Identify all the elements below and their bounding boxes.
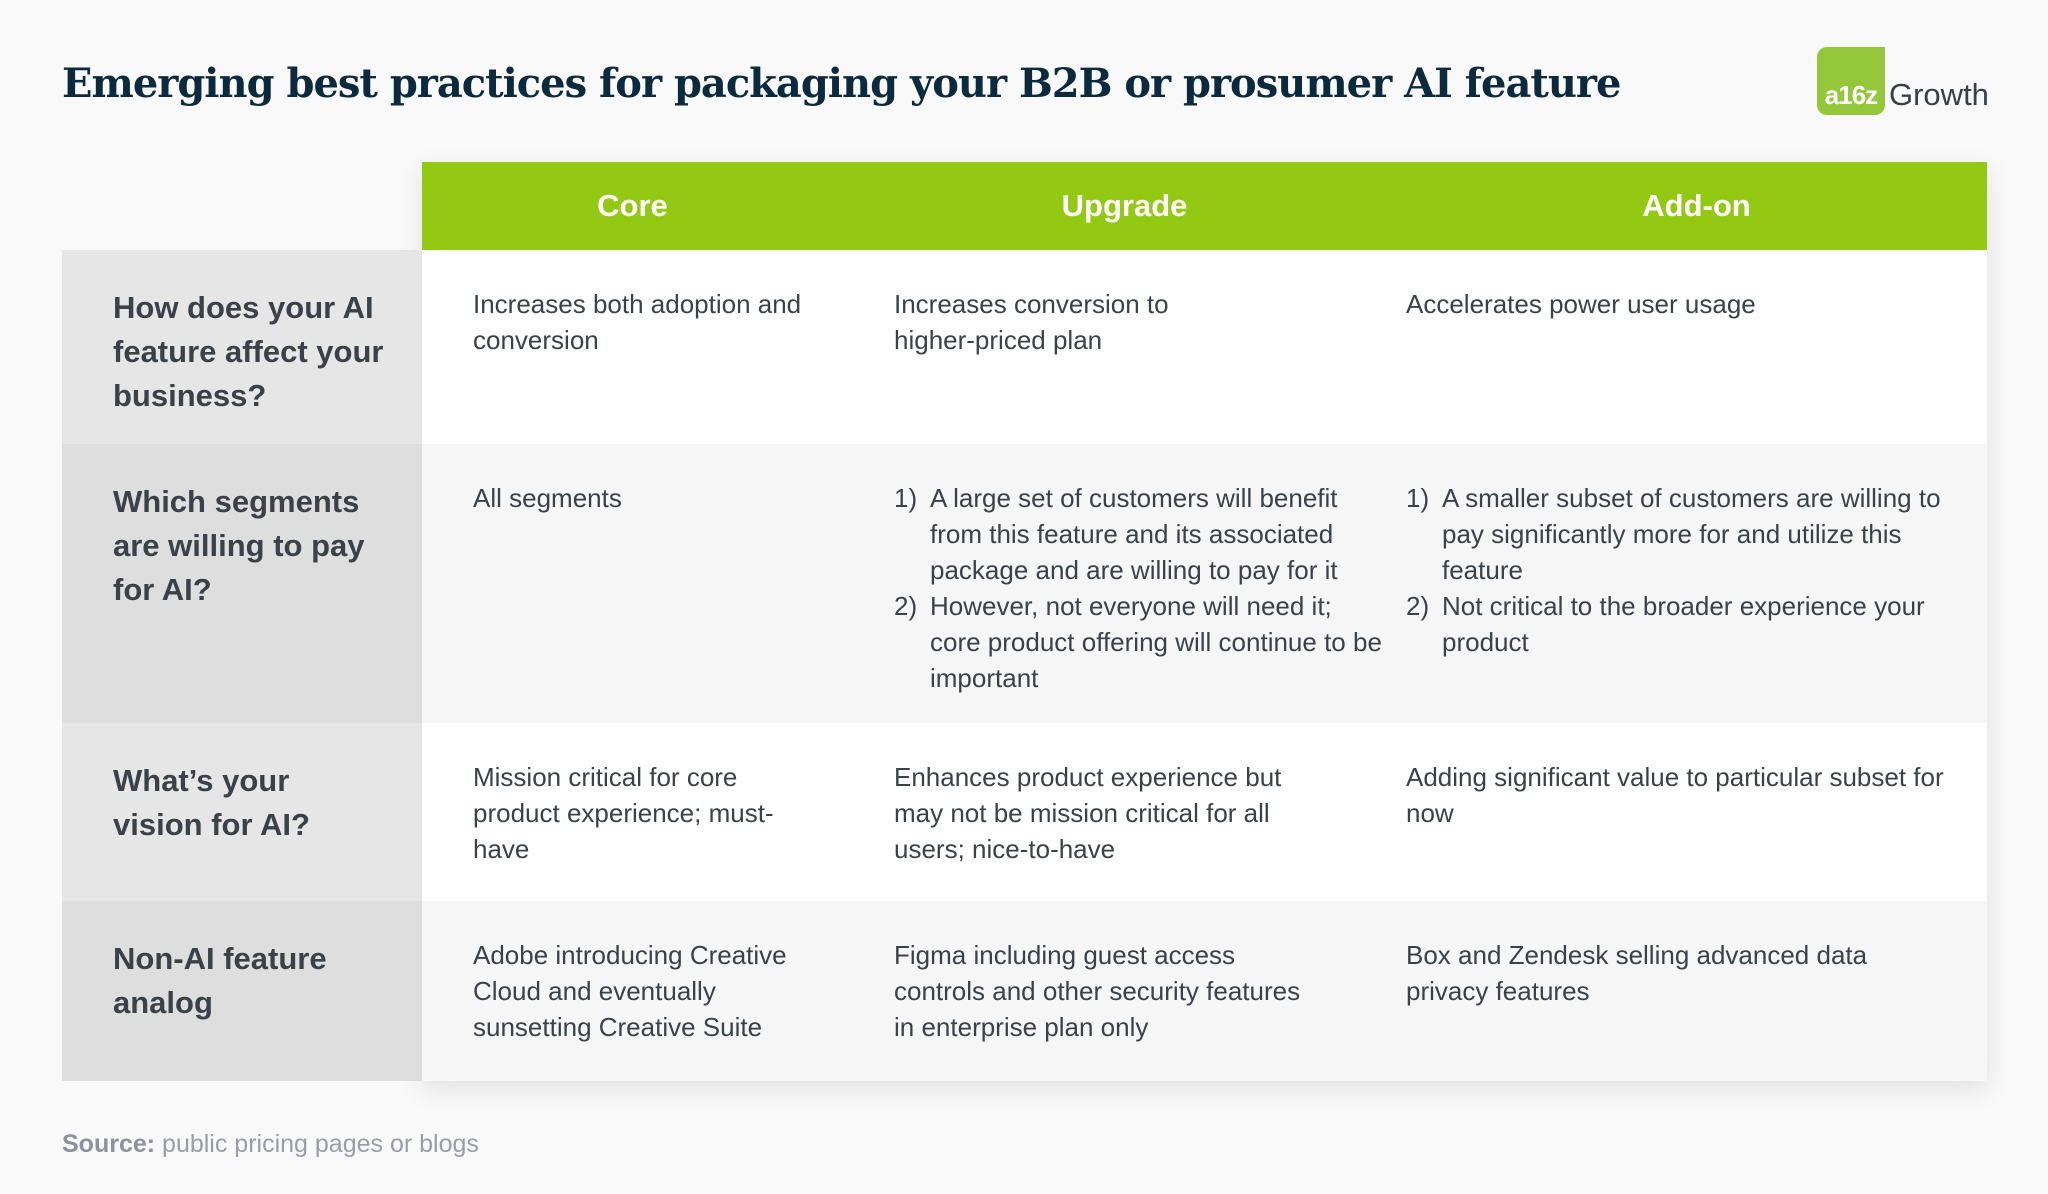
cell-upgrade: Increases conversion to higher-priced pl… xyxy=(843,250,1406,444)
table-row: How does your AI feature affect your bus… xyxy=(62,250,1987,444)
cell-core: All segments xyxy=(422,444,843,723)
column-header-add-on: Add-on xyxy=(1642,188,1751,223)
table-row: Which segments are willing to pay for AI… xyxy=(62,444,1987,723)
table-row: What’s your vision for AI? Mission criti… xyxy=(62,723,1987,901)
cell-core: Increases both adoption and conversion xyxy=(422,250,843,444)
cell-add-on: Box and Zendesk selling advanced data pr… xyxy=(1406,901,1987,1081)
page-title: Emerging best practices for packaging yo… xyxy=(62,60,1621,107)
list-item: 1)A large set of customers will benefit … xyxy=(894,483,1338,585)
cell-add-on: 1)A smaller subset of customers are will… xyxy=(1406,444,1987,723)
source-note: Source: public pricing pages or blogs xyxy=(62,1130,479,1158)
cell-add-on: Adding significant value to particular s… xyxy=(1406,723,1987,901)
column-header-core: Core xyxy=(597,188,668,223)
table-row: Non-AI feature analog Adobe introducing … xyxy=(62,901,1987,1081)
logo-badge: a16z xyxy=(1817,47,1885,115)
list-item: 2)However, not everyone will need it; co… xyxy=(894,591,1382,693)
a16z-growth-logo: a16z Growth xyxy=(1817,47,1989,115)
cell-core: Adobe introducing Creative Cloud and eve… xyxy=(422,901,843,1081)
row-label: How does your AI feature affect your bus… xyxy=(62,250,422,444)
table-header: Core Upgrade Add-on xyxy=(422,162,1987,250)
list-item: 1)A smaller subset of customers are will… xyxy=(1406,483,1941,585)
column-header-upgrade: Upgrade xyxy=(1061,188,1188,223)
row-label: Which segments are willing to pay for AI… xyxy=(62,444,422,723)
cell-upgrade: 1)A large set of customers will benefit … xyxy=(843,444,1406,723)
row-label: What’s your vision for AI? xyxy=(62,723,422,901)
cell-upgrade: Enhances product experience but may not … xyxy=(843,723,1406,901)
logo-text: Growth xyxy=(1889,77,1989,112)
cell-upgrade: Figma including guest access controls an… xyxy=(843,901,1406,1081)
cell-add-on: Accelerates power user usage xyxy=(1406,250,1987,444)
list-item: 2)Not critical to the broader experience… xyxy=(1406,591,1925,657)
cell-core: Mission critical for core product experi… xyxy=(422,723,843,901)
row-label: Non-AI feature analog xyxy=(62,901,422,1081)
